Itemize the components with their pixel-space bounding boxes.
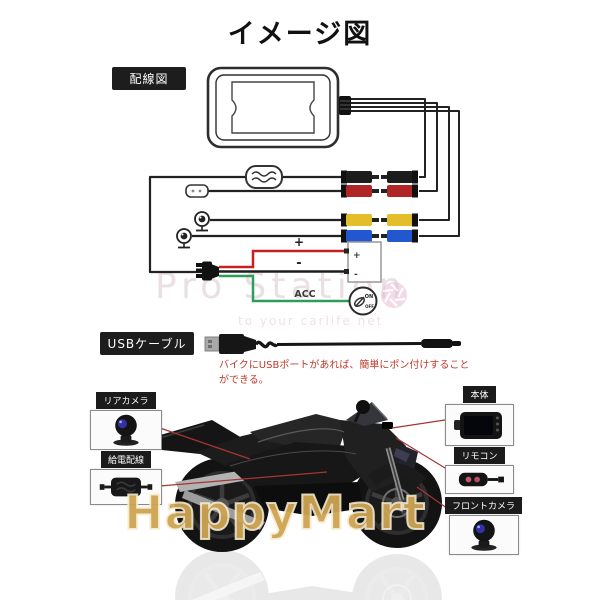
- usb-section-label: USBケーブル: [100, 332, 194, 355]
- device-wires: [351, 98, 460, 237]
- aperture-logo-watermark: [381, 282, 407, 308]
- connector-pair-black: [341, 170, 418, 184]
- motorcycle: [150, 400, 442, 600]
- minus-label: -: [296, 256, 301, 271]
- usb-note-text: バイクにUSBポートがあれば、簡単にポン付けすることができる。: [219, 360, 470, 386]
- power-wiring-label: 給電配線: [100, 451, 151, 468]
- monitor-device: [206, 66, 351, 149]
- camera-outline-1: [194, 211, 210, 232]
- front-camera-label: フロントカメラ: [445, 497, 523, 514]
- callout-main-unit: 本体: [445, 386, 514, 446]
- ignition-switch-icon: ON OFF: [348, 286, 378, 316]
- switch-off-label: OFF: [365, 304, 374, 309]
- filter-box: [245, 165, 283, 189]
- motorcycle-reflection: [150, 557, 435, 600]
- main-unit-box: [445, 404, 514, 446]
- acc-label: ACC: [294, 289, 315, 300]
- callout-front-camera: フロントカメラ: [445, 497, 523, 555]
- remote-control-label: リモコン: [454, 447, 505, 464]
- usb-cable: [204, 334, 461, 354]
- callout-power-wiring: 給電配線: [90, 451, 162, 505]
- wiring-section-label: 配線図: [112, 67, 186, 90]
- battery-minus-mark: -: [354, 270, 358, 280]
- page-title: イメージ図: [227, 19, 373, 50]
- power-plug: [196, 261, 219, 281]
- acc-wire-green: [219, 274, 349, 303]
- callout-lines: [159, 419, 452, 512]
- front-camera-icon: [470, 519, 497, 551]
- remote-outline: [185, 184, 209, 198]
- main-unit-icon: [453, 412, 502, 439]
- connector-pair-red: [341, 184, 418, 198]
- battery-plus-mark: +: [353, 251, 361, 261]
- remote-control-icon: [458, 472, 504, 487]
- callout-rear-camera: リアカメラ: [90, 392, 162, 450]
- plus-label: +: [294, 235, 304, 249]
- rear-camera-box: [90, 410, 162, 450]
- front-camera-box: [448, 515, 519, 555]
- rear-camera-label: リアカメラ: [96, 392, 156, 409]
- rear-camera-icon: [113, 414, 139, 446]
- component-leads: [148, 175, 341, 274]
- power-wiring-icon: [99, 477, 153, 497]
- power-wiring-box: [90, 469, 162, 505]
- remote-control-box: [445, 465, 514, 494]
- callout-remote-control: リモコン: [445, 447, 514, 494]
- main-unit-label: 本体: [463, 386, 496, 403]
- battery: + -: [344, 241, 382, 283]
- switch-on-label: ON: [365, 294, 373, 300]
- power-wire-red: [219, 249, 347, 269]
- connector-pair-blue: [341, 229, 418, 243]
- connector-pair-yellow: [341, 213, 418, 227]
- camera-outline-2: [176, 228, 192, 249]
